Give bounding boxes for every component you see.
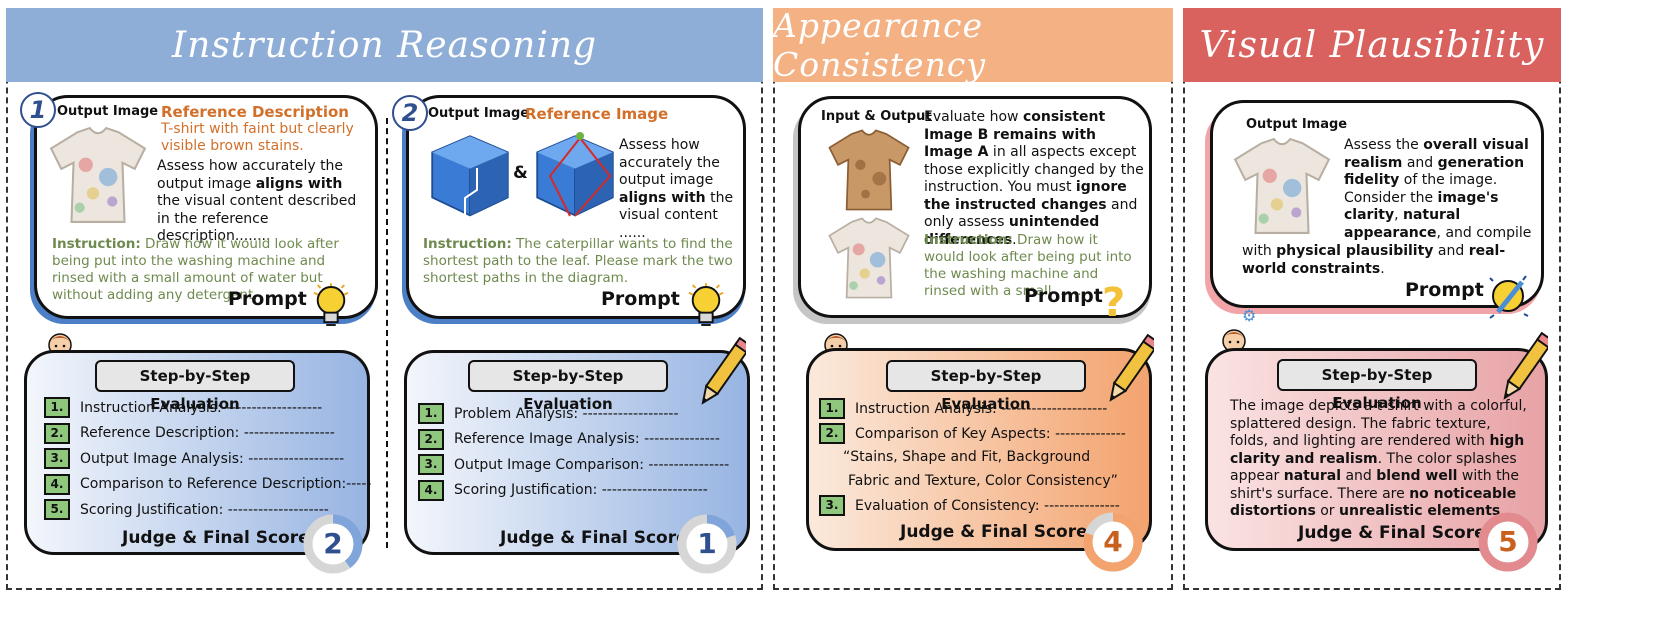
eval-step: 1. Problem Analysis: ------------------- xyxy=(418,403,679,424)
card4-score-value: 5 xyxy=(1498,525,1518,558)
appearance-consistency-header: Appearance Consistency xyxy=(773,6,1173,84)
card3-score-value: 4 xyxy=(1103,525,1123,558)
card2-badge: 2 xyxy=(392,95,428,131)
card3-instruction: Instruction: Draw how it would look afte… xyxy=(924,232,1132,299)
eval-step: 2. Reference Image Analysis: ------------… xyxy=(418,428,720,450)
gear-icon: ⚙ xyxy=(1242,306,1257,325)
card3-score-ring xyxy=(1083,512,1143,572)
score-ring-fill xyxy=(303,514,363,574)
card1-assess-text: Assess how accurately the output image a… xyxy=(157,158,357,244)
step-number: 3. xyxy=(44,448,70,469)
card4-output-label: Output Image xyxy=(1246,117,1348,132)
card2-score-value: 1 xyxy=(697,527,717,560)
eval-step: 2. Comparison of Key Aspects: -----------… xyxy=(819,423,1126,444)
card3-step-3: 3.Evaluation of Consistency: -----------… xyxy=(819,495,1120,516)
card4-assess-text: Assess the overall visual realism and ge… xyxy=(1344,137,1532,241)
step-text: Instruction Analysis: ------------------… xyxy=(80,399,323,416)
output-cube-icon xyxy=(425,128,515,220)
card2-prompt-label: Prompt xyxy=(601,288,680,310)
card2-ref-label: Reference Image xyxy=(525,105,669,123)
step-number: 2. xyxy=(819,423,845,444)
card2-judge-label: Judge & Final Score xyxy=(500,528,688,548)
card2-score-ring xyxy=(677,514,737,574)
step-number: 1. xyxy=(819,398,845,419)
eval-step: 1. Instruction Analysis: ----------------… xyxy=(819,398,1107,419)
card4-output-tshirt-icon xyxy=(1230,135,1334,237)
lightbulb-icon xyxy=(687,283,725,329)
card3-prompt-label: Prompt xyxy=(1024,285,1103,307)
card3-output-tshirt-icon xyxy=(826,215,912,301)
card2-output-label: Output Image xyxy=(428,106,530,121)
step-number: 4. xyxy=(418,479,444,501)
score-ring-fill xyxy=(1083,512,1143,572)
eval-step: 1. Instruction Analysis: ----------------… xyxy=(44,397,322,418)
card1-score-value: 2 xyxy=(323,527,343,560)
card1-prompt-label: Prompt xyxy=(228,288,307,310)
eval-step: 4. Scoring Justification: ---------------… xyxy=(418,479,708,501)
eval-step: 3. Output Image Analysis: ---------------… xyxy=(44,448,344,469)
question-mark-icon: ? xyxy=(1102,280,1126,326)
card2-step-eval-pill: Step-by-Step Evaluation xyxy=(468,360,668,413)
card3-eval-text: Evaluate how consistent Image B remains … xyxy=(924,109,1144,248)
card3-io-label: Input & Output xyxy=(821,109,932,124)
step-text: Output Image Analysis: -----------------… xyxy=(80,450,345,467)
card3-judge-label: Judge & Final Score xyxy=(900,522,1088,542)
card1-instruction: Instruction: Draw how it would look afte… xyxy=(52,236,339,303)
card4-judge-label: Judge & Final Score xyxy=(1298,523,1486,543)
card1-prompt-card xyxy=(34,95,378,319)
reference-cube-icon xyxy=(530,132,620,217)
card1-output-label: Output Image xyxy=(57,104,159,119)
card3-input-tshirt-icon xyxy=(826,127,912,213)
card2-instruction: Instruction: The caterpillar wants to fi… xyxy=(423,236,733,286)
column-divider xyxy=(386,118,388,548)
step-text: Output Image Comparison: ---------------… xyxy=(454,456,730,473)
step-number: 4. xyxy=(44,473,70,495)
lightbulb-icon xyxy=(312,283,350,329)
score-ring-fill xyxy=(677,514,737,574)
card1-ref-desc: T-shirt with faint but clearly visible b… xyxy=(161,121,354,154)
card4-score-ring xyxy=(1478,512,1538,572)
card4-step-eval-pill: Step-by-Step Evaluation xyxy=(1277,359,1477,412)
card3-quote-line2: Fabric and Texture, Color Consistency” xyxy=(848,473,1118,489)
step-text: Instruction Analysis: ------------------… xyxy=(855,400,1108,417)
card4-prompt-label: Prompt xyxy=(1405,279,1484,301)
card2-amp: & xyxy=(513,163,528,183)
step-text: Comparison of Key Aspects: -------------… xyxy=(855,425,1126,442)
card1-output-tshirt-icon xyxy=(46,124,150,226)
card1-badge: 1 xyxy=(20,92,56,128)
step-text: Scoring Justification: -----------------… xyxy=(80,501,329,518)
pencil-icon xyxy=(1502,330,1548,408)
card1-ref-label: Reference Description xyxy=(161,103,349,121)
instruction-reasoning-header: Instruction Reasoning xyxy=(6,8,763,82)
eval-step: 2. Reference Description: ---------------… xyxy=(44,422,335,444)
card1-step-eval-pill: Step-by-Step Evaluation xyxy=(95,360,295,413)
visual-plausibility-header: Visual Plausibility xyxy=(1183,8,1561,82)
step-text: Comparison to Reference Description:----… xyxy=(80,476,372,492)
step-text: Scoring Justification: -----------------… xyxy=(454,482,708,498)
eval-step: 5. Scoring Justification: ---------------… xyxy=(44,499,329,520)
magic-bulb-icon xyxy=(1489,275,1529,319)
step-number: 1. xyxy=(44,397,70,418)
pencil-icon xyxy=(1108,332,1154,410)
card2-assess-text: Assess how accurately the output image a… xyxy=(619,137,734,241)
step-number: 3. xyxy=(418,454,444,475)
card3-step-eval-pill: Step-by-Step Evaluation xyxy=(886,360,1086,413)
eval-step: 4. Comparison to Reference Description:--… xyxy=(44,473,372,495)
step-text: Reference Image Analysis: --------------… xyxy=(454,431,720,447)
card3-eval-card xyxy=(806,348,1152,551)
card4-assess-text-2: with physical plausibility and real-worl… xyxy=(1242,243,1506,277)
step-text: Reference Description: -----------------… xyxy=(80,425,335,441)
step-number: 2. xyxy=(418,428,444,450)
card1-score-ring xyxy=(303,514,363,574)
score-ring-fill xyxy=(1478,512,1538,572)
card3-quote-line1: “Stains, Shape and Fit, Background xyxy=(843,449,1091,465)
eval-step: 3. Output Image Comparison: -------------… xyxy=(418,454,729,475)
pencil-icon xyxy=(700,335,746,413)
step-number: 5. xyxy=(44,499,70,520)
step-text: Problem Analysis: ------------------- xyxy=(454,405,679,422)
step-number: 1. xyxy=(418,403,444,424)
card4-description: The image depicts a t-shirt with a color… xyxy=(1230,398,1527,519)
card1-judge-label: Judge & Final Score xyxy=(122,528,310,548)
step-number: 2. xyxy=(44,422,70,444)
